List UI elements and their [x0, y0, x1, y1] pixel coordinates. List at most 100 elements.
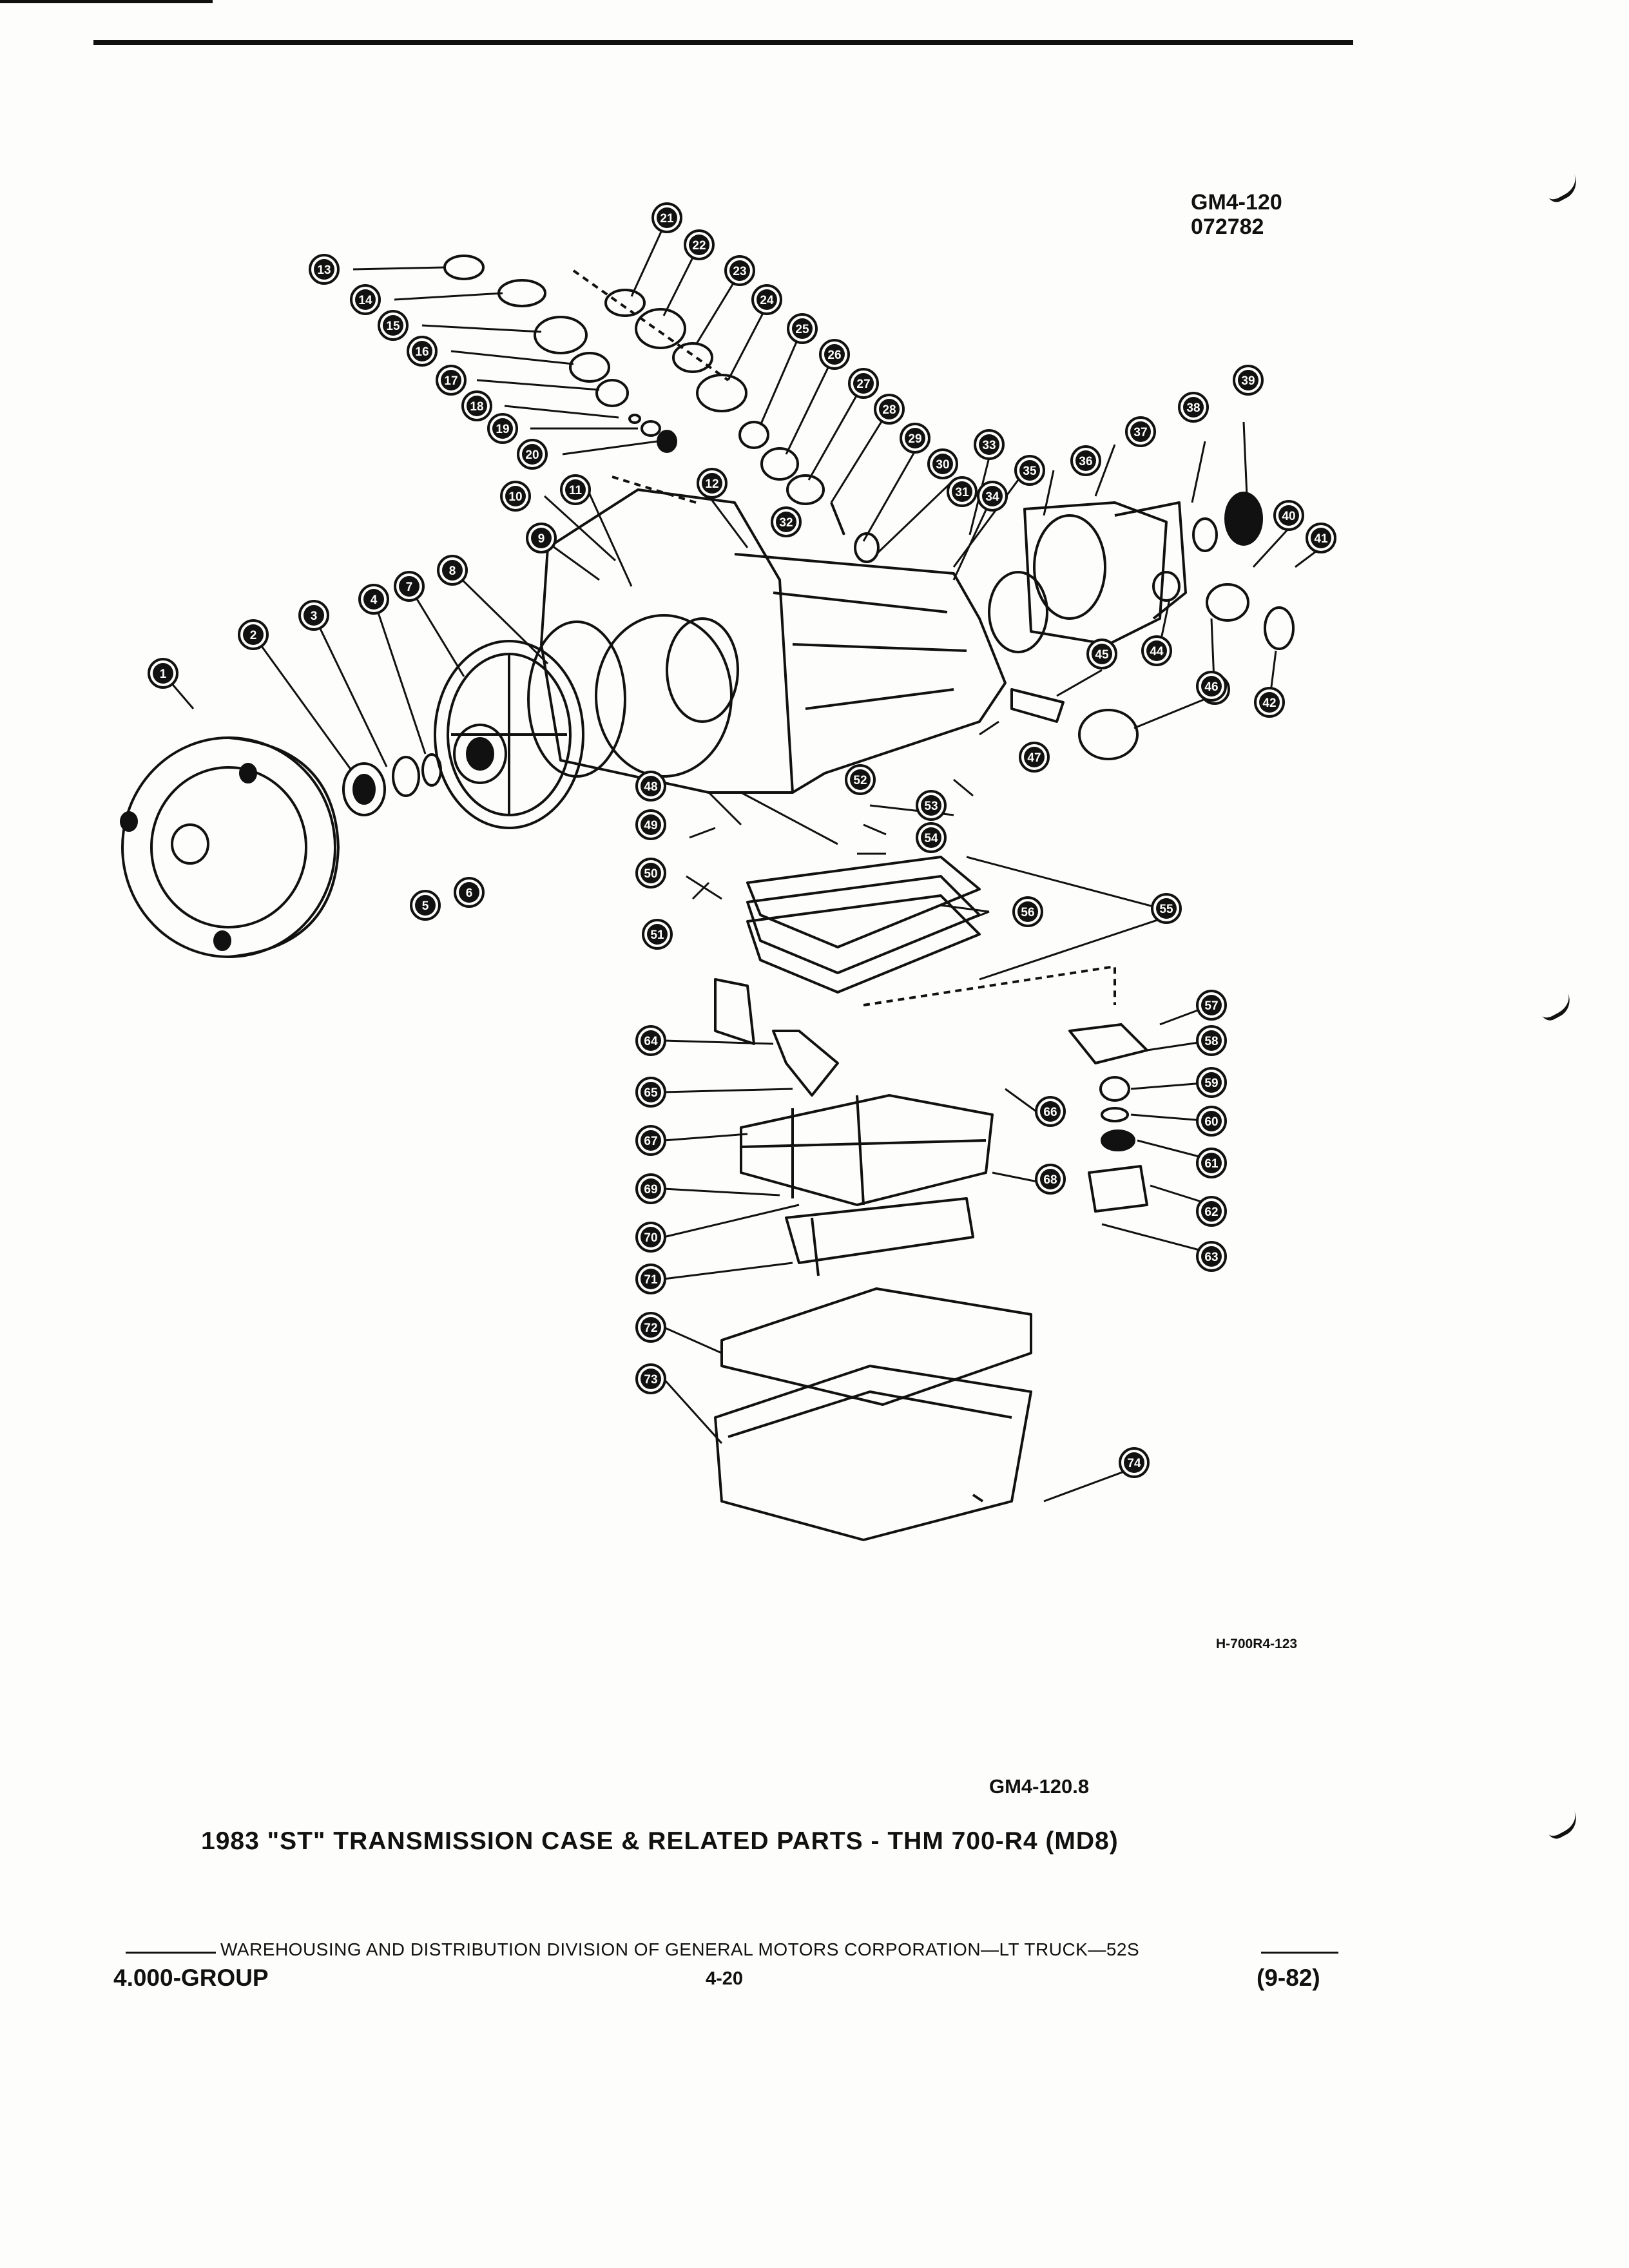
- callout-number: 51: [650, 928, 664, 942]
- callout-58: 58: [1196, 1025, 1227, 1056]
- callout-67: 67: [635, 1125, 666, 1156]
- callout-66: 66: [1035, 1096, 1066, 1127]
- callout-number: 62: [1204, 1206, 1218, 1219]
- servo-parts-drawing: [443, 255, 880, 563]
- callout-32: 32: [771, 506, 802, 537]
- callout-7: 7: [394, 571, 425, 602]
- callout-71: 71: [635, 1264, 666, 1294]
- callout-number: 6: [466, 887, 473, 900]
- callout-57: 57: [1196, 990, 1227, 1021]
- callout-15: 15: [378, 310, 409, 341]
- callout-number: 61: [1204, 1157, 1219, 1171]
- extension-housing-drawing: [1010, 492, 1295, 760]
- callout-number: 64: [644, 1035, 658, 1048]
- callout-number: 36: [1079, 455, 1092, 468]
- callout-53: 53: [916, 790, 947, 821]
- figure-caption: 1983 "ST" TRANSMISSION CASE & RELATED PA…: [201, 1827, 1119, 1855]
- callout-73: 73: [635, 1363, 666, 1394]
- callout-35: 35: [1014, 455, 1045, 486]
- callout-number: 13: [317, 264, 331, 277]
- callout-42: 42: [1254, 687, 1285, 718]
- footer-rule-right: [1261, 1952, 1338, 1954]
- callout-number: 72: [644, 1321, 657, 1335]
- callout-number: 33: [982, 439, 996, 452]
- callout-number: 9: [538, 532, 545, 546]
- top-rule: [93, 40, 1353, 45]
- callout-number: 26: [827, 349, 841, 362]
- callout-number: 10: [508, 490, 522, 504]
- reference-code-line2: 072782: [1191, 215, 1264, 239]
- callout-8: 8: [437, 555, 468, 586]
- callout-2: 2: [238, 619, 269, 650]
- callout-63: 63: [1196, 1241, 1227, 1272]
- callout-61: 61: [1196, 1148, 1227, 1178]
- callout-number: 52: [853, 774, 867, 787]
- callout-11: 11: [560, 474, 591, 505]
- callout-13: 13: [309, 254, 340, 285]
- callout-number: 49: [644, 819, 657, 832]
- callout-number: 44: [1150, 645, 1164, 658]
- callout-number: 29: [908, 432, 921, 446]
- callout-number: 20: [525, 448, 539, 462]
- callout-number: 31: [955, 486, 969, 499]
- transmission-case-drawing: [540, 488, 1048, 794]
- callout-number: 45: [1095, 648, 1109, 662]
- callout-33: 33: [974, 429, 1005, 460]
- callout-23: 23: [724, 255, 755, 286]
- callout-number: 66: [1043, 1106, 1057, 1119]
- callout-number: 1: [160, 668, 167, 681]
- callout-number: 16: [415, 345, 429, 359]
- callout-68: 68: [1035, 1164, 1066, 1195]
- callout-number: 7: [406, 581, 413, 594]
- callout-48: 48: [635, 771, 666, 802]
- callout-number: 15: [386, 320, 400, 333]
- callout-65: 65: [635, 1077, 666, 1108]
- callout-number: 14: [358, 294, 372, 307]
- reference-code-line1: GM4-120: [1191, 190, 1282, 215]
- callout-74: 74: [1119, 1447, 1150, 1478]
- callout-3: 3: [298, 600, 329, 631]
- callout-number: 58: [1204, 1035, 1218, 1048]
- callout-number: 18: [470, 400, 483, 414]
- callout-51: 51: [642, 919, 673, 950]
- callout-number: 46: [1204, 680, 1218, 694]
- callout-number: 22: [692, 239, 706, 253]
- footer-date: (9-82): [1257, 1965, 1320, 1991]
- callout-number: 57: [1204, 999, 1218, 1013]
- callout-24: 24: [751, 284, 782, 315]
- callout-28: 28: [874, 394, 905, 425]
- callout-number: 39: [1241, 374, 1255, 388]
- callout-60: 60: [1196, 1106, 1227, 1137]
- callout-56: 56: [1012, 896, 1043, 927]
- callout-4: 4: [358, 584, 389, 615]
- callout-number: 55: [1159, 903, 1173, 916]
- callout-number: 50: [644, 867, 657, 881]
- callout-49: 49: [635, 809, 666, 840]
- callout-number: 21: [660, 212, 674, 226]
- callout-69: 69: [635, 1173, 666, 1204]
- callout-41: 41: [1306, 523, 1336, 553]
- callout-number: 34: [985, 490, 999, 504]
- callout-number: 69: [644, 1183, 657, 1196]
- top-corner-rule: [0, 0, 213, 3]
- footer-publisher: WAREHOUSING AND DISTRIBUTION DIVISION OF…: [220, 1939, 1140, 1959]
- reference-code: GM4-120 072782: [1191, 190, 1282, 239]
- callout-36: 36: [1070, 445, 1101, 476]
- callout-5: 5: [410, 890, 441, 921]
- callout-39: 39: [1233, 365, 1264, 396]
- callout-number: 37: [1133, 426, 1147, 439]
- callout-54: 54: [916, 822, 947, 853]
- callout-number: 68: [1043, 1173, 1057, 1187]
- callout-26: 26: [819, 339, 850, 370]
- callout-number: 28: [882, 403, 896, 417]
- callout-number: 5: [422, 899, 429, 913]
- ring-drawing: [392, 756, 420, 797]
- callout-number: 59: [1204, 1077, 1218, 1090]
- callout-number: 70: [644, 1231, 657, 1245]
- callout-46: 46: [1196, 671, 1227, 702]
- callout-30: 30: [927, 448, 958, 479]
- callout-number: 30: [936, 458, 949, 472]
- callout-70: 70: [635, 1222, 666, 1253]
- callout-number: 41: [1314, 532, 1328, 546]
- callout-64: 64: [635, 1025, 666, 1056]
